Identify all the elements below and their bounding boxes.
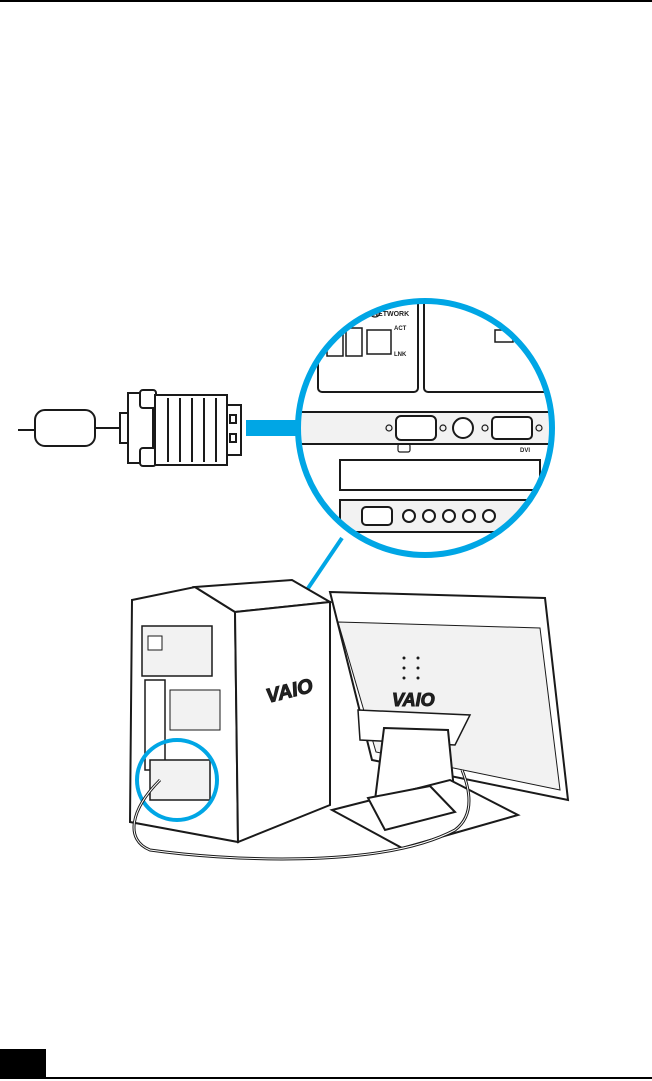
bottom-rule [0, 1077, 652, 1079]
dvi-label: DVI [520, 448, 530, 454]
link-label: LNK [394, 352, 407, 358]
vga-cable-plug [18, 390, 241, 466]
page-number-tab [0, 1049, 46, 1077]
computer-tower [130, 580, 330, 842]
zoom-detail: NETWORK ACT LNK DVI [290, 295, 564, 565]
act-label: ACT [394, 326, 407, 332]
monitor [330, 592, 568, 848]
monitor-logo: VAIO [392, 690, 435, 710]
